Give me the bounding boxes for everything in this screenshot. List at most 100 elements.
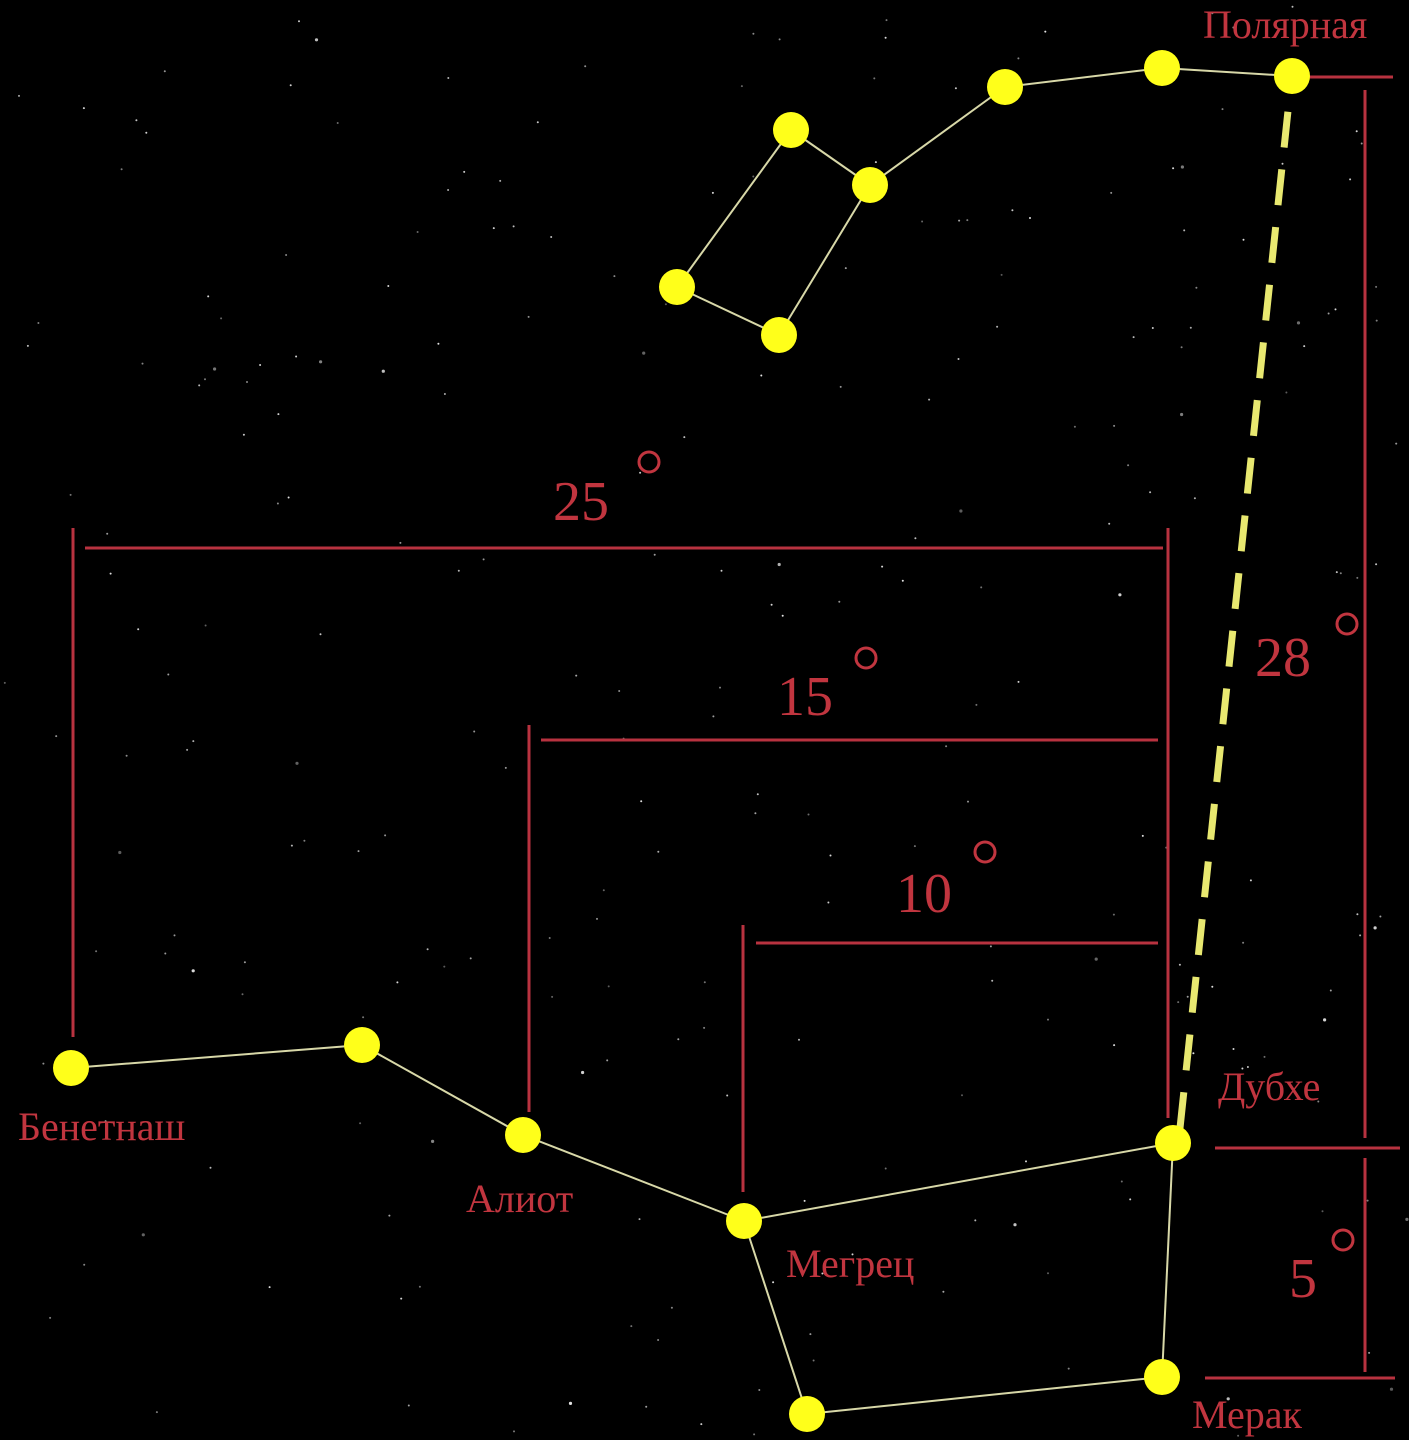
little-dipper-star [1144,50,1180,86]
background-star [1330,990,1332,992]
background-star [840,386,842,388]
background-star [753,1433,755,1435]
background-star [513,225,515,227]
background-star [575,675,577,677]
background-star [974,1219,976,1221]
background-star [444,393,446,395]
background-star [359,1122,361,1124]
background-star [640,800,642,802]
background-star [885,1168,887,1170]
background-star [83,1264,85,1266]
background-star [242,993,244,995]
background-star [106,533,108,535]
background-star [885,37,887,39]
background-star [808,814,810,816]
background-star [1356,577,1358,579]
background-star [1356,913,1358,915]
little-dipper-star [987,69,1023,105]
background-star [269,1286,271,1288]
background-star [396,981,398,983]
background-star [291,845,293,847]
background-star [458,570,460,572]
background-star [408,1405,410,1407]
background-star [303,840,305,842]
background-star [1149,491,1151,493]
background-star [1303,345,1305,347]
background-star [782,615,784,617]
background-star [288,497,290,499]
background-star [295,762,298,765]
background-star [142,363,144,365]
background-star [431,1140,434,1143]
background-star [875,161,877,163]
background-star [384,834,386,836]
background-star [1044,31,1046,33]
background-star [1001,274,1003,276]
background-star [1323,1018,1326,1021]
background-star [618,690,620,692]
background-star [388,1215,390,1217]
background-star [1183,229,1185,231]
background-star [1152,327,1154,329]
background-star [945,745,947,747]
background-star [1376,320,1378,322]
background-star [1172,167,1174,169]
background-star [210,1167,212,1169]
background-star [1177,1001,1179,1003]
megrez-star [726,1203,762,1239]
background-star [118,851,121,854]
background-star [550,236,552,238]
background-star [145,132,147,134]
background-star [164,953,166,955]
background-star [975,704,977,706]
background-star [437,343,439,345]
background-star [726,1095,728,1097]
background-star [1047,1019,1049,1021]
background-star [1029,217,1031,219]
background-star [704,981,706,983]
background-star [1336,571,1338,573]
background-star [1242,942,1244,944]
background-star [126,755,128,757]
background-star [1181,346,1183,348]
background-star [1025,1160,1027,1162]
background-star [295,356,297,358]
background-star [1113,425,1115,427]
background-star [400,1298,402,1300]
background-star [243,434,245,436]
background-star [298,20,300,22]
background-star [277,413,279,415]
background-star [809,1333,811,1335]
background-star [665,303,667,305]
background-star [645,1406,647,1408]
background-star [443,966,445,968]
background-star [427,948,429,950]
background-star [608,985,610,987]
background-star [741,85,743,87]
megrez-label: Мегрец [786,1241,914,1286]
background-star [1340,572,1342,574]
background-star [207,295,209,297]
background-star [1368,1352,1370,1354]
background-star [290,84,292,86]
background-star [1282,163,1284,165]
background-star [382,370,385,373]
background-star [1118,593,1121,596]
background-star [1335,308,1337,310]
background-star [192,969,195,972]
phecda-star [789,1396,825,1432]
background-star [259,364,261,366]
background-star [493,227,495,229]
background-star [813,1360,815,1362]
background-star [1127,464,1129,466]
background-star [156,1411,158,1413]
background-star [121,168,123,170]
background-star [1361,143,1363,145]
background-star [1190,327,1192,329]
polaris-star [1274,58,1310,94]
background-star [657,1339,659,1341]
background-star [18,95,20,97]
background-star [483,558,485,560]
background-star [914,845,916,847]
